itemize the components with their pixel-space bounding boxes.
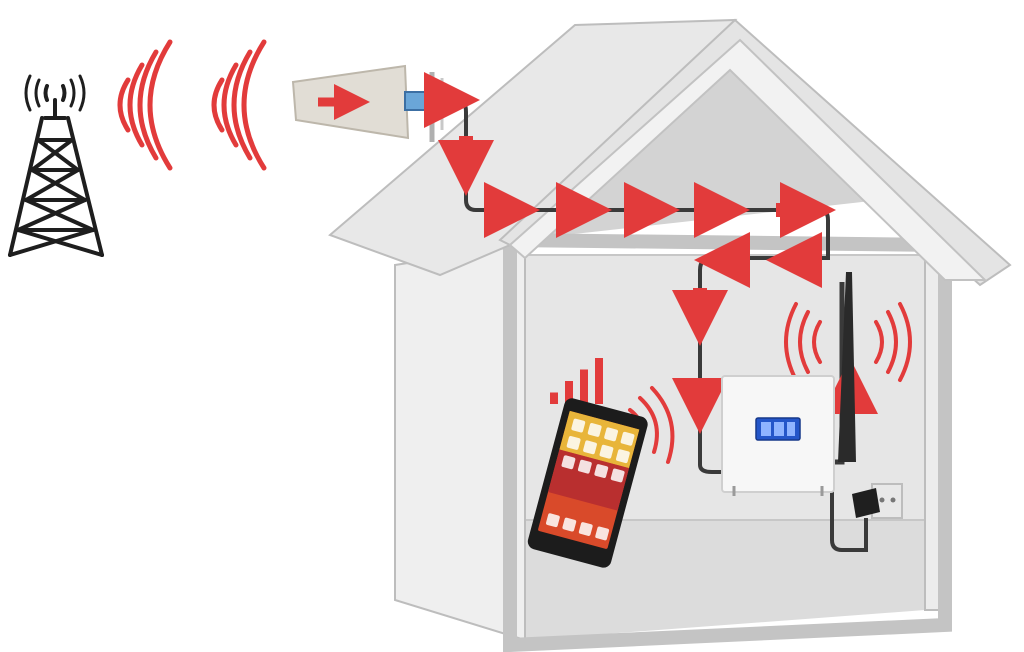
house-gable: [508, 38, 988, 281]
signal-bars-icon: [550, 358, 603, 404]
radio-waves-icon: [117, 39, 267, 171]
indoor-radio-waves-icon: [784, 302, 912, 382]
whip-antenna-icon: [838, 272, 856, 462]
signal-bar: [595, 358, 603, 404]
cell-tower-icon: [8, 74, 104, 257]
signal-bar: [580, 369, 588, 404]
yagi-antenna-icon: [291, 64, 444, 142]
smartphone-icon: [527, 398, 648, 568]
signal-bar: [550, 392, 558, 404]
power-plug-icon: [852, 483, 903, 519]
signal-bar: [565, 381, 573, 404]
house-floor: [525, 520, 925, 640]
signal-booster-icon: [721, 375, 835, 496]
